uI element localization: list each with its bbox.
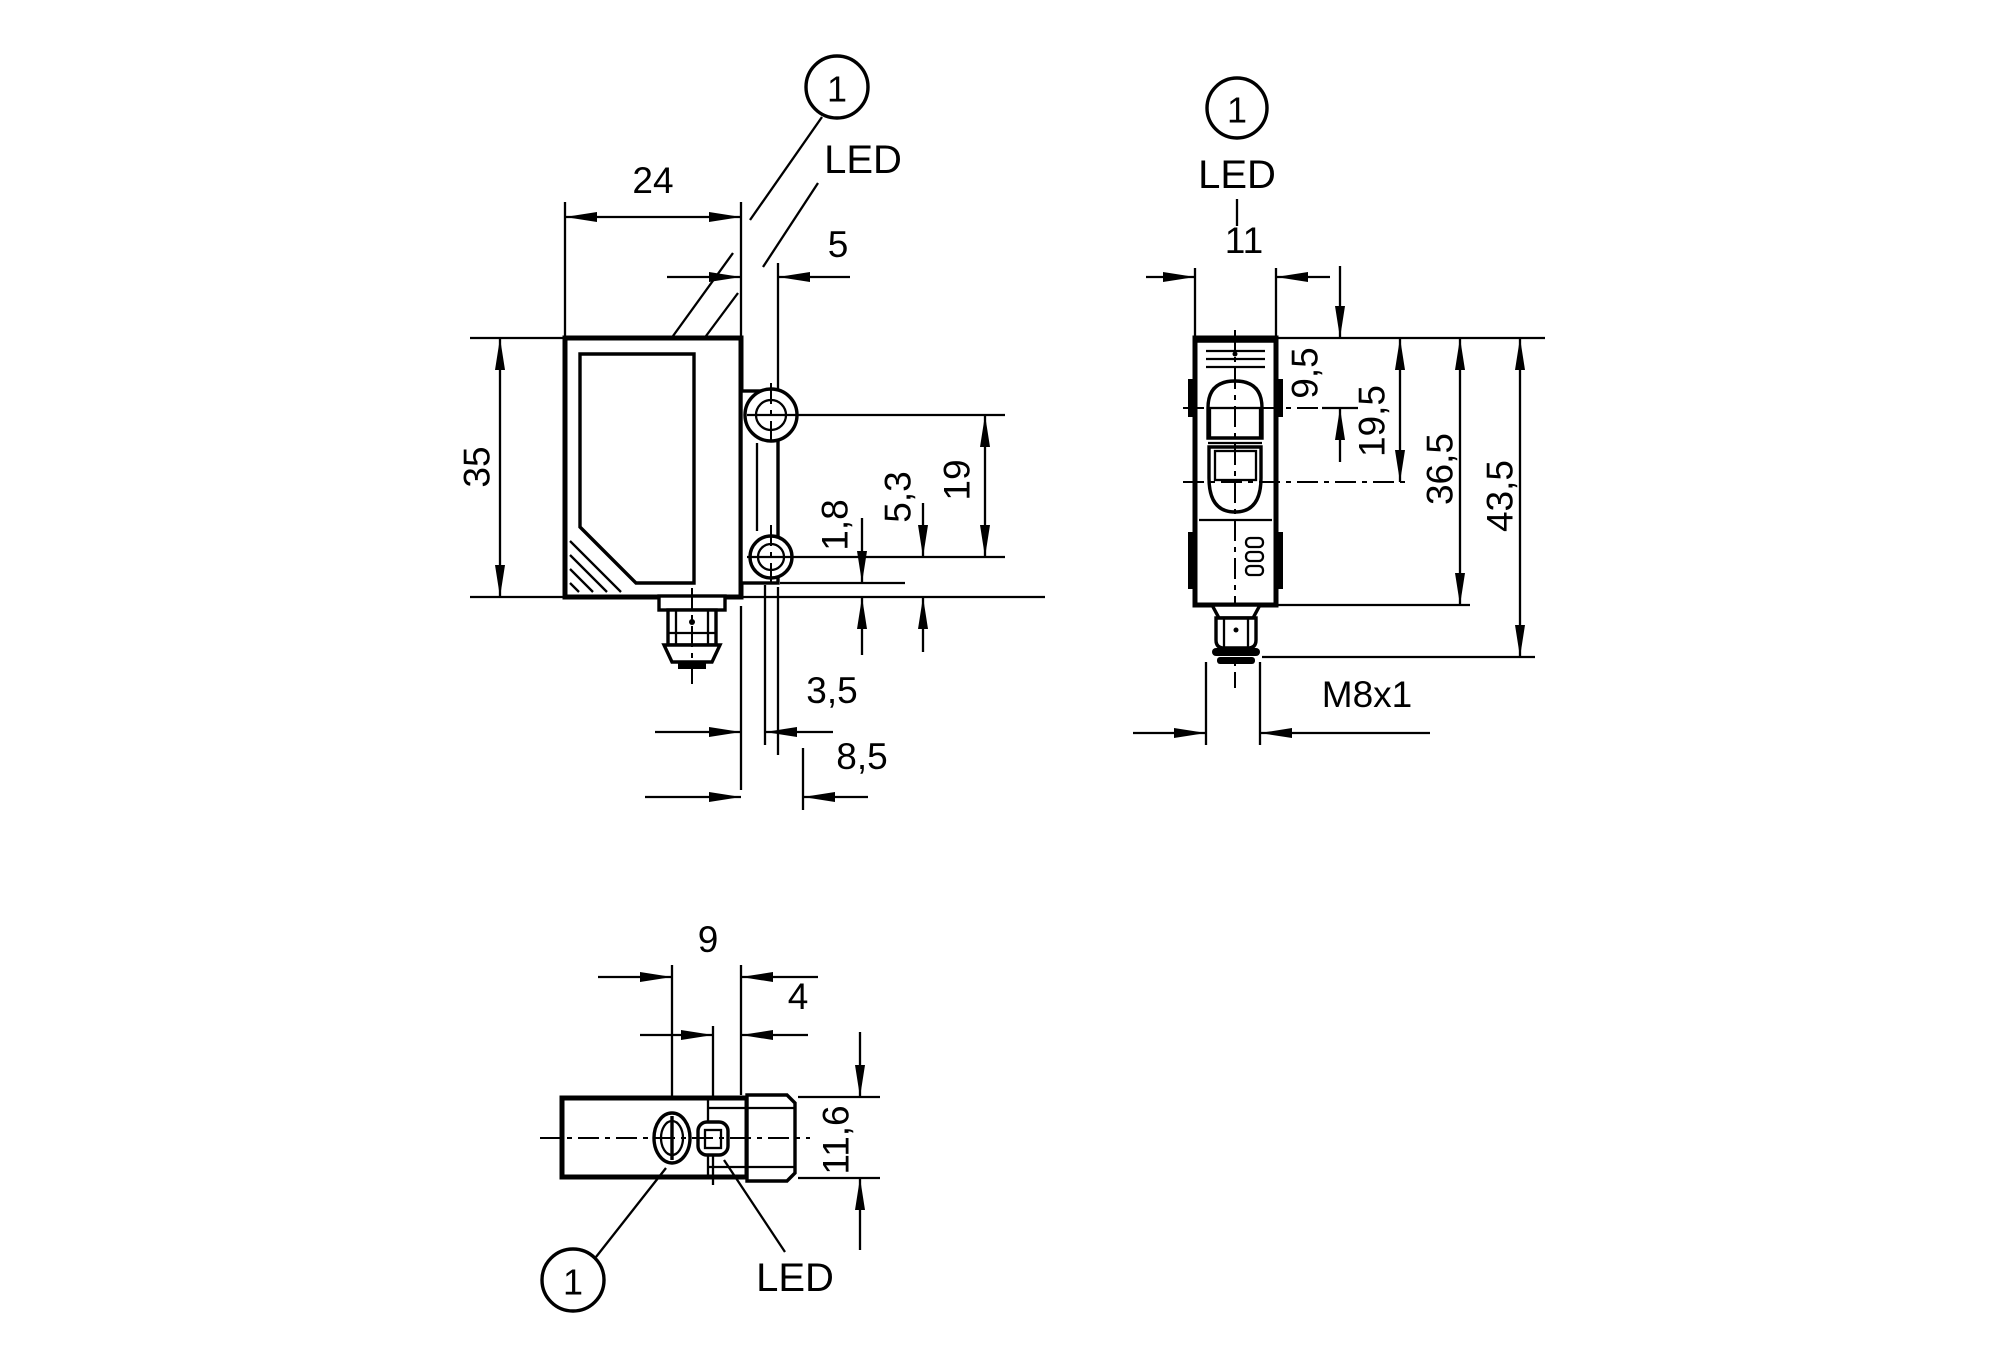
dim-43-5: 43,5: [1262, 338, 1535, 659]
dim-9-5: 9,5: [1285, 266, 1345, 462]
dim-9: 9: [598, 919, 818, 1113]
callout-number: 1: [827, 69, 847, 110]
dim-11-6-label: 11,6: [816, 1105, 857, 1174]
side-notches: [1188, 379, 1283, 589]
dim-9-label: 9: [698, 919, 719, 960]
dim-24-label: 24: [632, 160, 673, 201]
callout-circle: [1205, 76, 1269, 140]
dim-1-8: 1,8: [815, 499, 867, 655]
dim-m8x1: M8x1: [1133, 662, 1430, 745]
bottom-view: 9 4: [540, 919, 880, 1313]
dim-19-label: 19: [937, 459, 978, 500]
front-view: 1 LED 11: [1133, 76, 1545, 745]
led-leader-lines-side: [672, 116, 823, 337]
callout-1-side: 1: [804, 54, 870, 120]
dim-19-5: 19,5: [1352, 338, 1405, 482]
dim-24: 24: [563, 160, 743, 337]
dim-8-5: 8,5: [645, 736, 888, 802]
dim-19: 19: [937, 415, 990, 557]
m8-connector-side: [657, 588, 727, 684]
dim-43-5-label: 43,5: [1480, 460, 1521, 532]
side-lens-window: [578, 352, 696, 585]
side-body: [562, 335, 744, 600]
dim-5-3: 5,3: [878, 471, 928, 652]
dim-11-6: 11,6: [798, 1032, 880, 1250]
dim-5: 5: [667, 224, 850, 391]
dim-5-3-label: 5,3: [878, 471, 919, 522]
dim-3-5-label: 3,5: [806, 670, 857, 711]
led-leader-bottom: [723, 1159, 786, 1253]
led-label-bottom: LED: [756, 1256, 834, 1300]
callout-1-bottom: 1: [540, 1247, 606, 1313]
dim-9-5-label: 9,5: [1285, 347, 1326, 398]
dim-11: 11: [1146, 220, 1330, 338]
dim-8-5-label: 8,5: [836, 736, 887, 777]
m8-connector-front: [1209, 603, 1263, 664]
dim-4-label: 4: [788, 976, 809, 1017]
dim-5-label: 5: [828, 224, 849, 265]
led-label-front: LED: [1198, 153, 1276, 197]
callout-circle: [804, 54, 870, 120]
dim-35: 35: [457, 336, 565, 599]
mounting-flange: [739, 383, 1005, 589]
label-marks: [1244, 536, 1265, 577]
dim-1-8-label: 1,8: [815, 499, 856, 550]
dim-35-label: 35: [457, 446, 498, 487]
bottom-extension-lines-side: [739, 585, 805, 810]
dim-36-5-label: 36,5: [1420, 433, 1461, 505]
callout-circle: [540, 1247, 606, 1313]
callout-leader-bottom: [595, 1167, 667, 1258]
side-view: 1 LED 24 5: [457, 54, 1045, 810]
callout-1-front: 1: [1205, 76, 1269, 140]
callout-number: 1: [563, 1262, 583, 1303]
dim-11-label: 11: [1225, 220, 1263, 261]
dim-m8x1-label: M8x1: [1322, 674, 1412, 715]
window-hatching: [569, 540, 622, 593]
led-label-side: LED: [824, 138, 902, 182]
callout-number: 1: [1227, 90, 1247, 131]
dim-3-5: 3,5: [655, 670, 858, 737]
dim-36-5: 36,5: [1278, 338, 1470, 607]
dim-19-5-label: 19,5: [1352, 385, 1393, 457]
